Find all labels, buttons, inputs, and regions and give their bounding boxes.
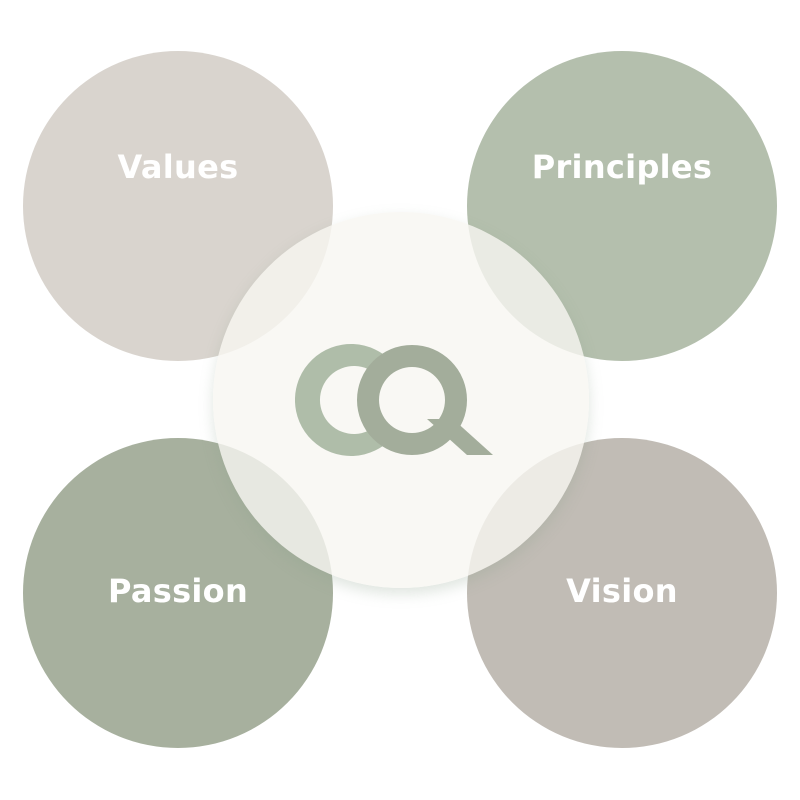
values-circle: Values (23, 51, 333, 361)
passion-label: Passion (107, 572, 249, 610)
values-label: Values (117, 148, 239, 186)
cq-logo (295, 344, 493, 456)
vision-label: Vision (566, 572, 678, 610)
center-circle (213, 212, 589, 588)
principles-label: Principles (531, 148, 713, 186)
logo-letter-q (357, 344, 493, 456)
logo-letter-c (295, 344, 393, 456)
passion-circle: Passion (23, 438, 333, 748)
